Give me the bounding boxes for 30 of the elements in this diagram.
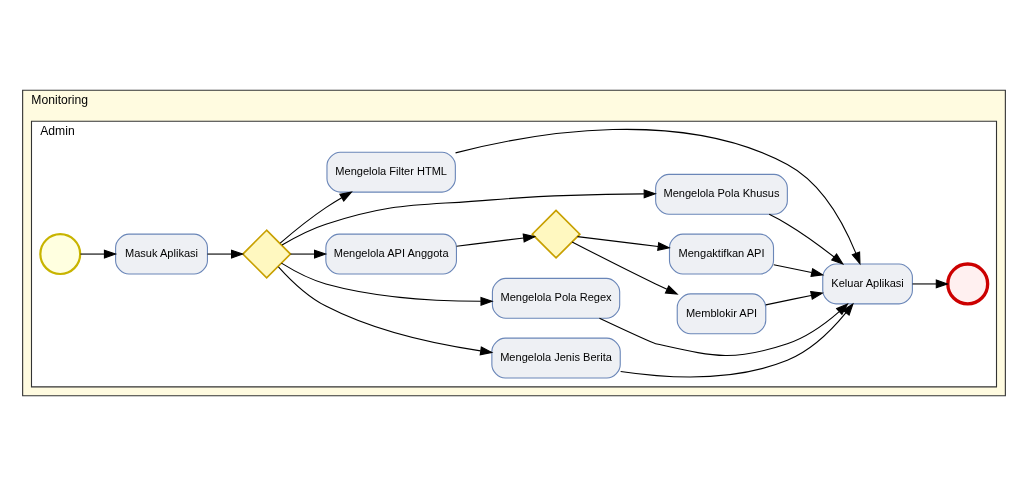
arrow: [79, 249, 118, 259]
arrow: [911, 279, 950, 289]
node-diamond: [531, 209, 582, 260]
arrow: [598, 302, 849, 356]
node-box: Keluar Aplikasi: [822, 263, 913, 305]
node-circle: [39, 233, 82, 276]
node-box: Masuk Aplikasi: [115, 233, 208, 275]
arrow: [279, 191, 353, 244]
arrow: [289, 249, 328, 259]
arrow: [768, 213, 845, 265]
arrow: [765, 290, 824, 306]
arrow: [576, 236, 671, 252]
arrow: [571, 241, 679, 295]
arrow: [454, 129, 861, 266]
node-box: Mengaktifkan API: [668, 233, 775, 275]
node-box: Mengelola Jenis Berita: [491, 337, 621, 379]
arrow: [773, 264, 825, 278]
node-box: Mengelola Pola Khusus: [655, 173, 788, 215]
arrow: [280, 262, 494, 306]
node-diamond: [241, 229, 292, 280]
node-box: Memblokir API: [676, 293, 767, 335]
node-box: Mengelola Filter HTML: [326, 151, 456, 193]
arrow: [277, 266, 494, 356]
arrow: [206, 249, 245, 259]
arrow: [620, 302, 854, 378]
arrow: [456, 233, 537, 247]
arrow: [281, 189, 657, 246]
node-circle: [946, 262, 990, 306]
node-box: Mengelola API Anggota: [325, 233, 457, 275]
node-box: Mengelola Pola Regex: [491, 277, 621, 319]
